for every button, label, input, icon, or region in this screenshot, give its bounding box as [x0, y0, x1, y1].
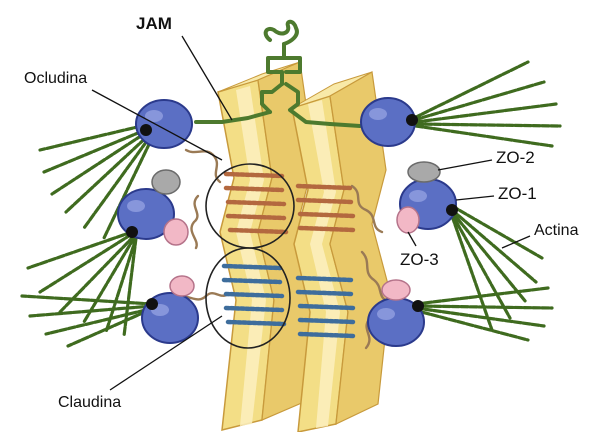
leader-zo2	[438, 160, 492, 170]
leader-zo3	[408, 232, 416, 246]
label-ocludina: Ocludina	[24, 70, 87, 88]
leader-jam	[182, 36, 232, 120]
label-zo2: ZO-2	[496, 148, 535, 168]
leader-zo1	[456, 196, 494, 200]
label-claudina: Claudina	[58, 394, 121, 412]
label-jam: JAM	[136, 14, 172, 34]
label-actina: Actina	[534, 222, 578, 240]
label-zo1: ZO-1	[498, 184, 537, 204]
label-zo3: ZO-3	[400, 250, 439, 270]
